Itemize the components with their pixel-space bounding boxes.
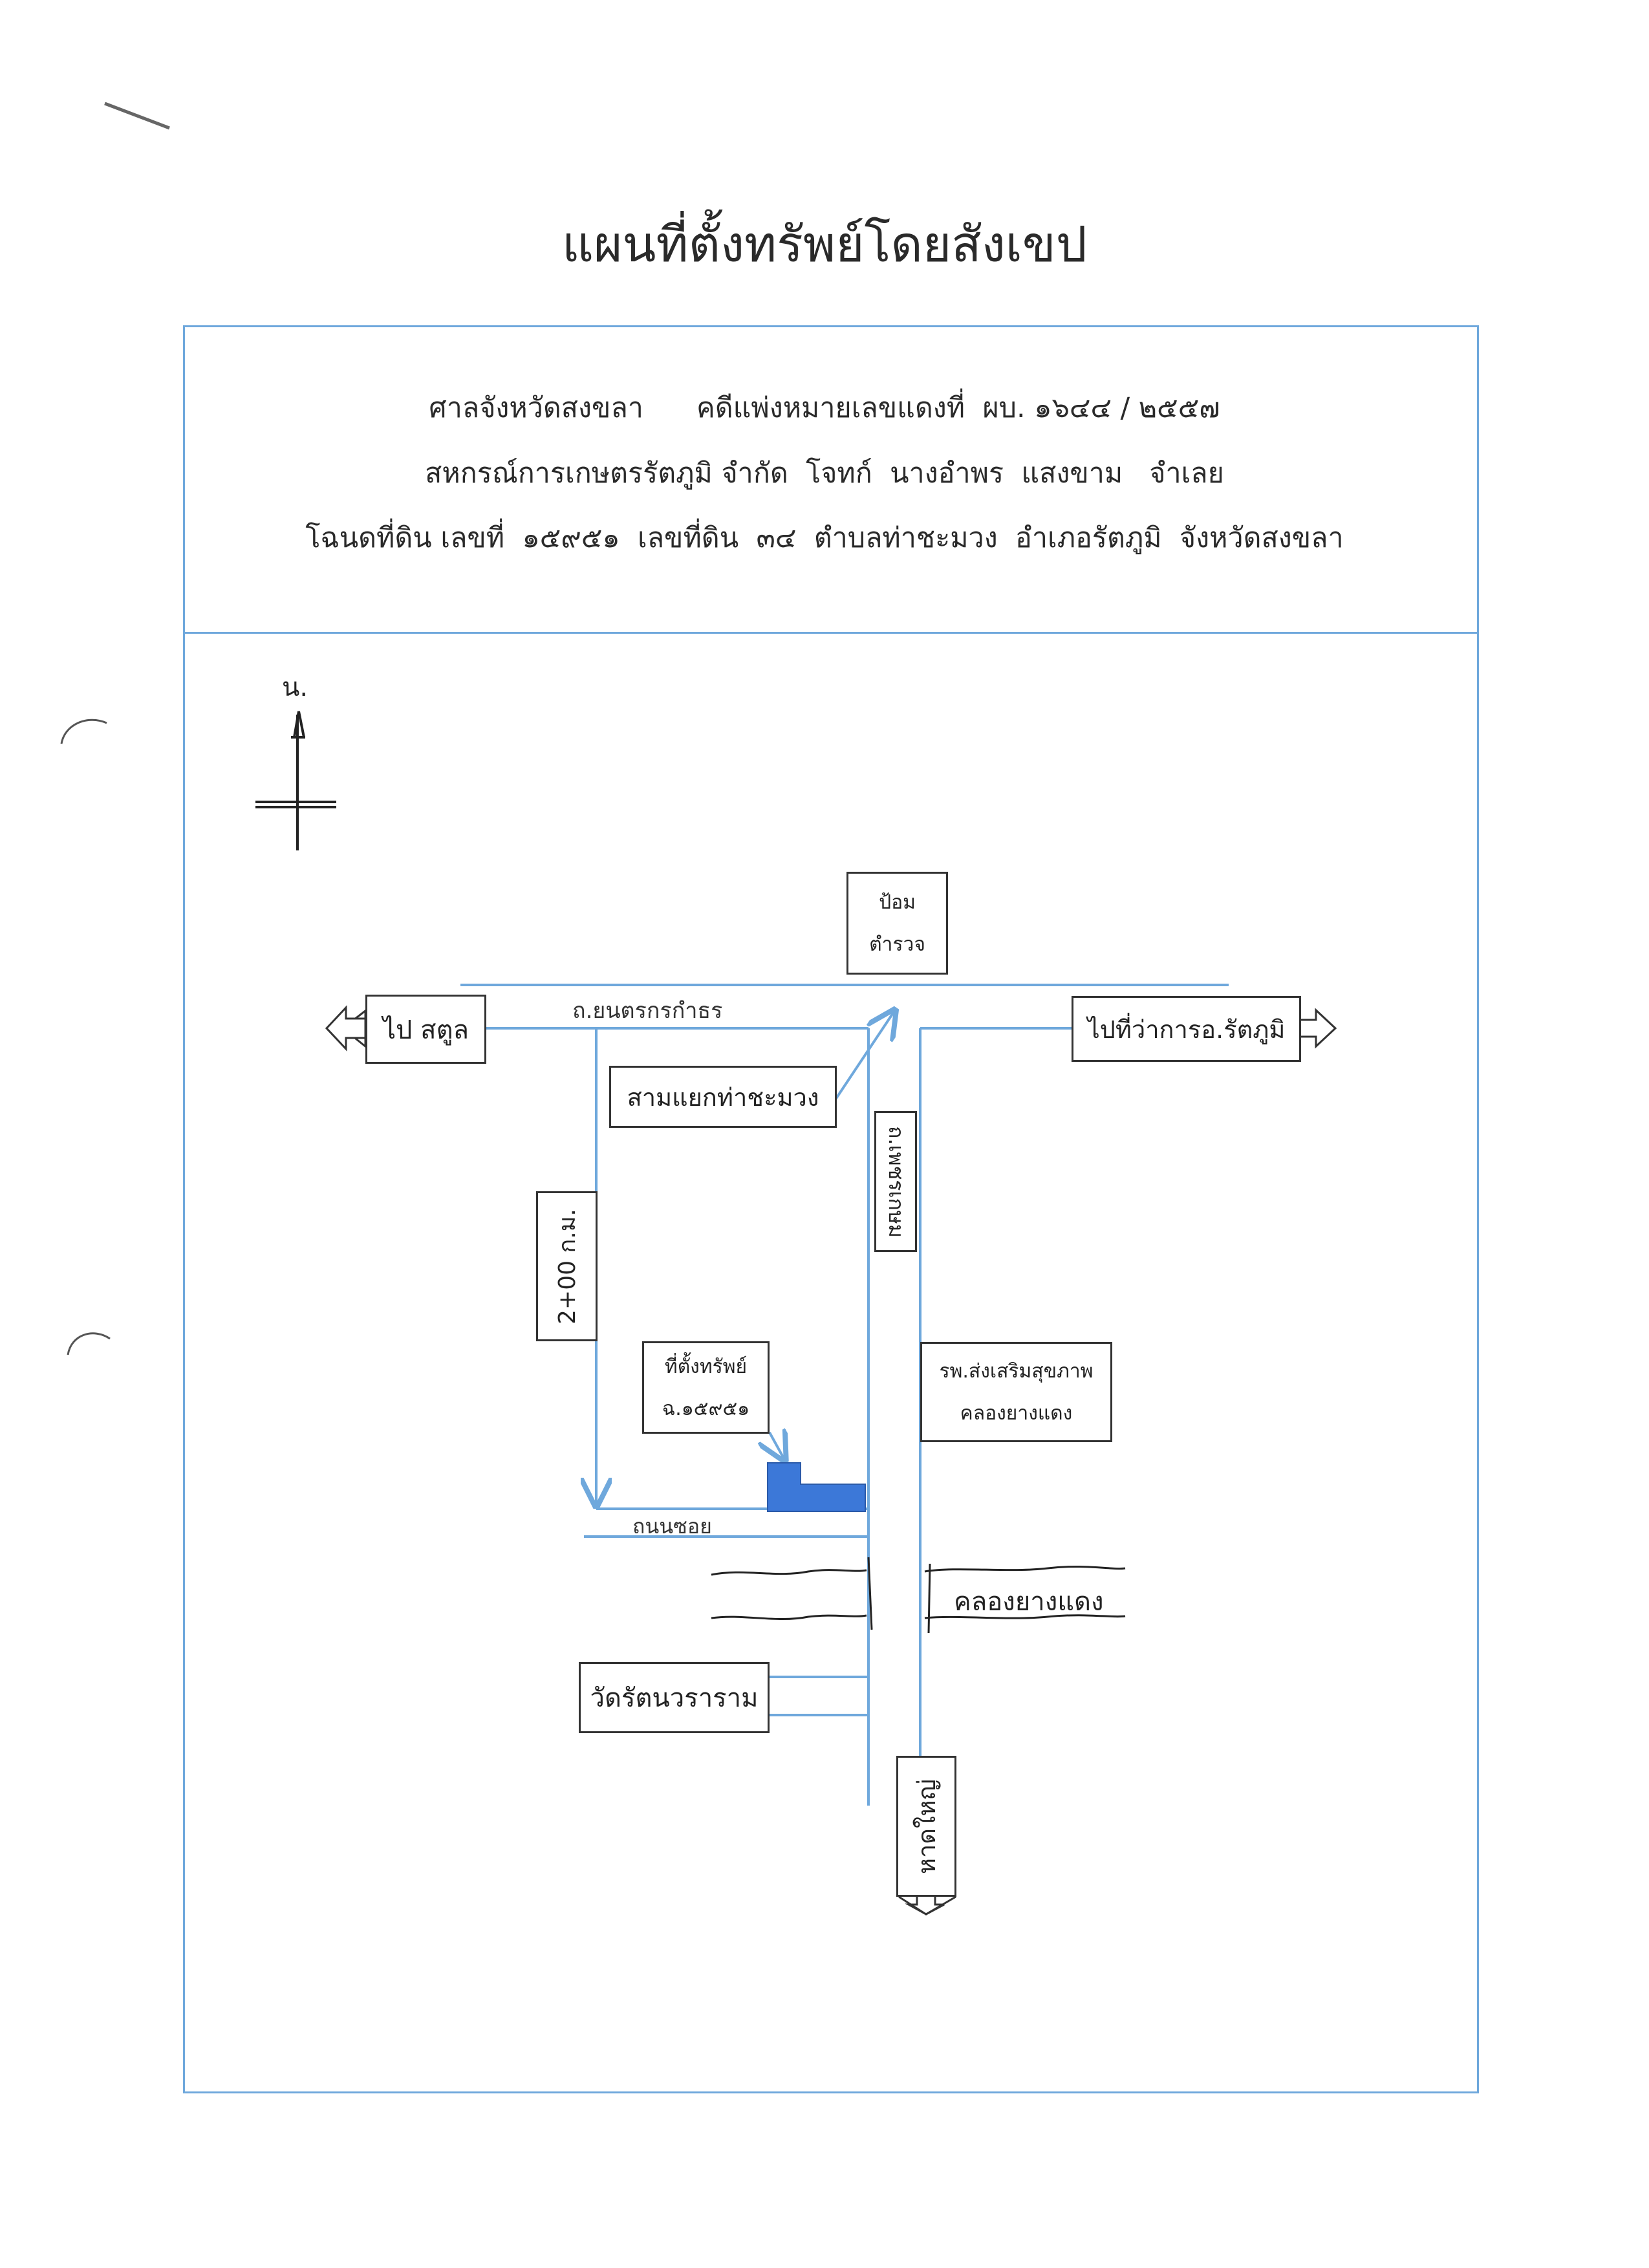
- property-location-label: ที่ตั้งทรัพย์ ฉ.๑๕๙๕๑: [642, 1341, 770, 1434]
- junction-label: สามแยกท่าชะมวง: [609, 1066, 837, 1128]
- header-divider: [183, 632, 1479, 634]
- to-hatyai-label: หาดใหญ่: [912, 1778, 942, 1874]
- to-hatyai-arrow-icon: [905, 1894, 945, 1916]
- soi-label: ถนนซอย: [632, 1514, 712, 1539]
- temple-label: วัดรัตนวราราม: [579, 1662, 770, 1733]
- north-arrow-icon: [255, 711, 336, 850]
- binder-hole-top-icon: [60, 718, 107, 744]
- canal-drawing: [711, 1557, 1126, 1634]
- map-frame: [183, 325, 1479, 2093]
- property-parcel: [767, 1462, 866, 1512]
- to-district-arrow-icon: [1299, 1008, 1337, 1049]
- police-box-label: ป้อม ตำรวจ: [846, 872, 948, 975]
- roads: [460, 984, 1229, 1806]
- binder-hole-bottom-icon: [67, 1332, 111, 1355]
- to-satun-label: ไป สตูล: [365, 995, 486, 1064]
- header-case-line: ศาลจังหวัดสงขลา คดีแพ่งหมายเลขแดงที่ ผบ.…: [429, 392, 1220, 424]
- distance-label-box: 2+00 ก.ม.: [536, 1191, 598, 1341]
- road-top-label: ถ.ยนตรกรกำธร: [572, 998, 723, 1024]
- staple-mark-icon: [104, 102, 170, 130]
- to-district-office-label: ไปที่ว่าการอ.รัตภูมิ: [1072, 996, 1301, 1062]
- north-label: น.: [282, 673, 308, 702]
- canal-label: คลองยางแดง: [954, 1587, 1104, 1617]
- header-parties-line: สหกรณ์การเกษตรรัตภูมิ จำกัด โจทก์ นางอำพ…: [425, 457, 1224, 490]
- hospital-label: รพ.ส่งเสริมสุขภาพ คลองยางแดง: [920, 1342, 1112, 1442]
- distance-label: 2+00 ก.ม.: [554, 1208, 581, 1324]
- phetkasem-road-label: ถ.เพชรเกษม: [883, 1125, 909, 1238]
- phetkasem-road-label-box: ถ.เพชรเกษม: [874, 1111, 917, 1252]
- page-title: แผนที่ตั้งทรัพย์โดยสังเขป: [562, 215, 1087, 273]
- to-hatyai-label-box: หาดใหญ่: [896, 1756, 956, 1897]
- header-deed-line: โฉนดที่ดิน เลขที่ ๑๕๙๕๑ เลขที่ดิน ๓๔ ตำบ…: [305, 522, 1344, 554]
